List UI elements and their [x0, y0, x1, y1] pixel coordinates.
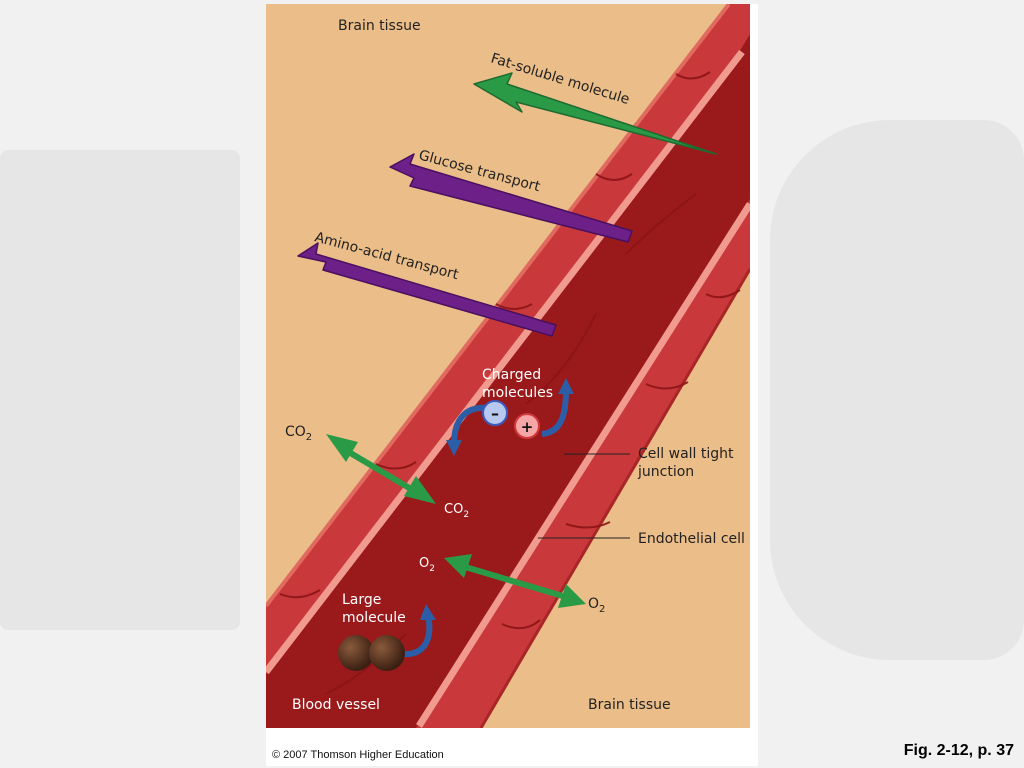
- charged-molecules-label: Charged molecules: [482, 367, 553, 401]
- background-shape: [0, 150, 240, 630]
- negative-ion-icon: –: [482, 400, 508, 426]
- positive-ion-icon: +: [514, 413, 540, 439]
- background-shape: [770, 120, 1024, 660]
- fat-soluble-arrow: [473, 72, 717, 155]
- o2-diffusion-arrow: [444, 554, 586, 608]
- svg-text:–: –: [491, 404, 499, 423]
- large-molecule-label: Large molecule: [342, 592, 406, 626]
- co2-outside-label: CO2: [285, 424, 312, 443]
- blue-arrowhead: [420, 604, 436, 620]
- figure-reference: Fig. 2-12, p. 37: [903, 742, 1014, 759]
- blood-brain-barrier-diagram: – + Brain tissue Fat-soluble molecule Gl…: [266, 4, 750, 728]
- glucose-transport-arrow: [389, 153, 633, 243]
- endothelial-cell-label: Endothelial cell: [638, 531, 745, 547]
- large-molecule-blocked-arrow: [401, 615, 433, 658]
- brain-tissue-bottom-label: Brain tissue: [588, 697, 671, 713]
- vessel-wall-upper-highlight: [266, 49, 745, 675]
- amino-acid-transport-arrow: [297, 242, 557, 337]
- vessel-wall-lower-highlight: [416, 202, 750, 728]
- charged-molecule-reflect-arrows: [451, 388, 569, 445]
- brain-tissue-top-label: Brain tissue: [338, 18, 421, 34]
- large-molecule-icon: [338, 635, 405, 671]
- blood-vessel-label: Blood vessel: [292, 697, 380, 713]
- tight-junction-label: Cell wall tight junction: [637, 446, 738, 480]
- o2-outside-label: O2: [588, 596, 605, 615]
- o2-inside-label: O2: [419, 556, 435, 574]
- svg-text:+: +: [521, 418, 534, 436]
- co2-inside-label: CO2: [444, 502, 469, 520]
- vessel-wall-upper: [266, 4, 750, 674]
- vessel-wall-lower-outer-edge: [479, 268, 750, 728]
- co2-diffusion-arrow: [326, 434, 436, 504]
- blue-arrowhead: [446, 440, 462, 456]
- blue-arrowhead: [558, 378, 574, 394]
- copyright-notice: © 2007 Thomson Higher Education: [272, 749, 444, 761]
